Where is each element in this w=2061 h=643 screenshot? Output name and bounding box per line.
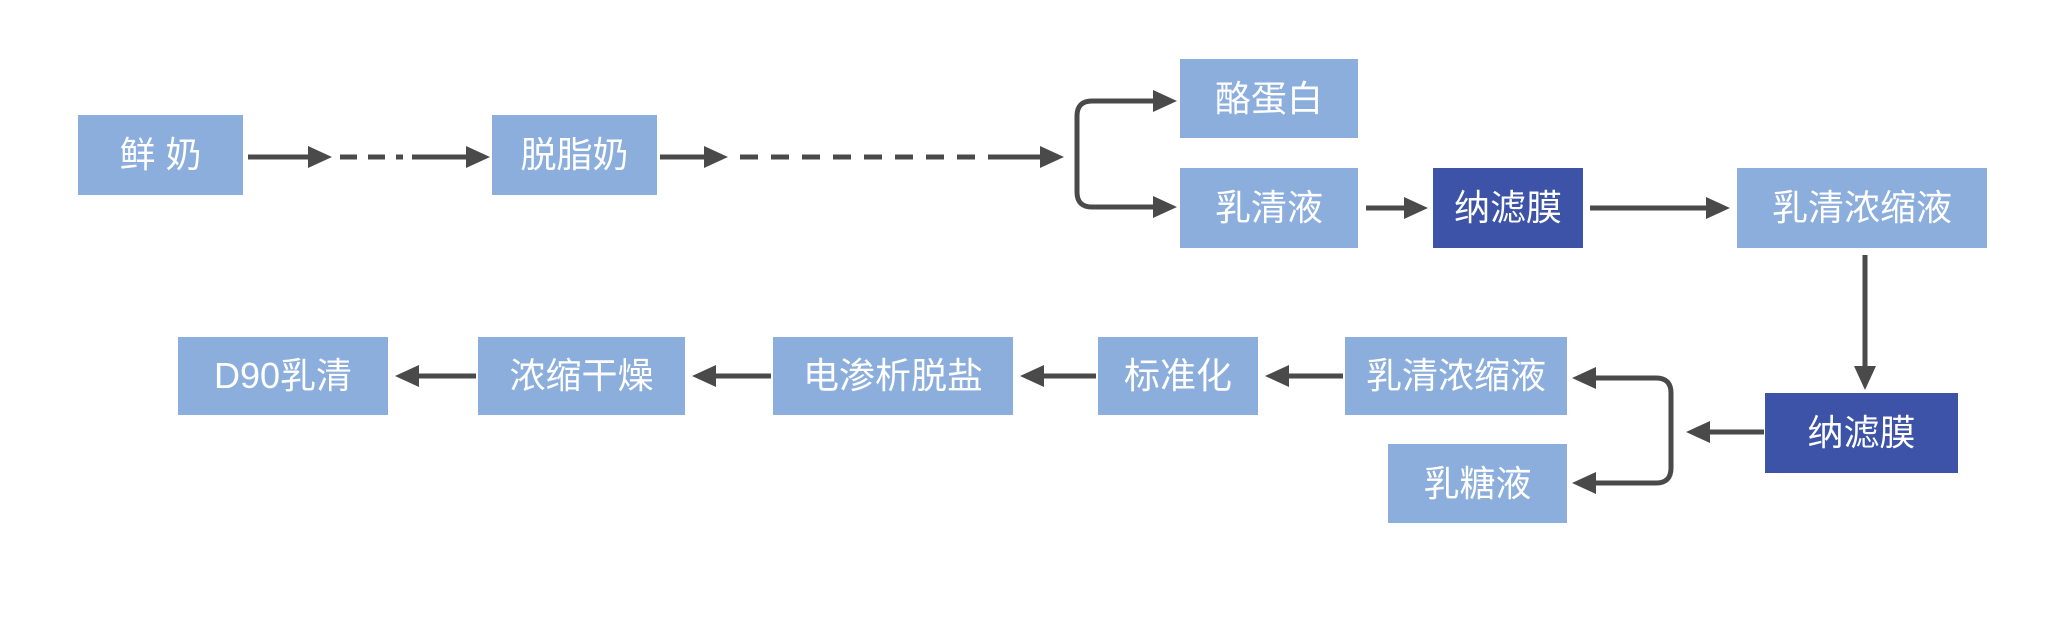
arrow-whey-concentrate-1-to-nf2 xyxy=(1854,255,1876,390)
node-standardization: 标准化 xyxy=(1098,337,1258,415)
arrow-electrodialysis-to-drying xyxy=(692,365,771,387)
arrow-drying-to-d90-whey xyxy=(395,365,476,387)
node-nanofiltration-membrane-1: 纳滤膜 xyxy=(1433,168,1583,248)
node-electrodialysis-desalting: 电渗析脱盐 xyxy=(773,337,1013,415)
split-bracket-casein-whey xyxy=(1074,90,1177,218)
arrow-nf1-to-whey-concentrate-1 xyxy=(1590,197,1730,219)
split-bracket-concentrate-lactose xyxy=(1572,367,1674,494)
arrow-skim-milk-to-split xyxy=(660,146,1064,168)
arrow-standardization-to-electrodialysis xyxy=(1020,365,1096,387)
node-whey-concentrate-1: 乳清浓缩液 xyxy=(1737,168,1987,248)
node-fresh-milk: 鲜 奶 xyxy=(78,115,243,195)
node-whey-concentrate-2: 乳清浓缩液 xyxy=(1345,337,1567,415)
node-casein: 酪蛋白 xyxy=(1180,59,1358,138)
node-nanofiltration-membrane-2: 纳滤膜 xyxy=(1765,393,1958,473)
arrow-fresh-milk-to-skim-milk xyxy=(248,146,490,168)
arrow-whey-liquid-to-nf1 xyxy=(1366,197,1428,219)
arrow-whey-concentrate-2-to-standardization xyxy=(1265,365,1343,387)
arrow-nf2-to-split xyxy=(1686,421,1764,443)
node-concentration-drying: 浓缩干燥 xyxy=(478,337,685,415)
node-d90-whey: D90乳清 xyxy=(178,337,388,415)
node-skim-milk: 脱脂奶 xyxy=(492,115,657,195)
node-whey-liquid: 乳清液 xyxy=(1180,168,1358,248)
node-lactose-liquid: 乳糖液 xyxy=(1388,444,1567,523)
